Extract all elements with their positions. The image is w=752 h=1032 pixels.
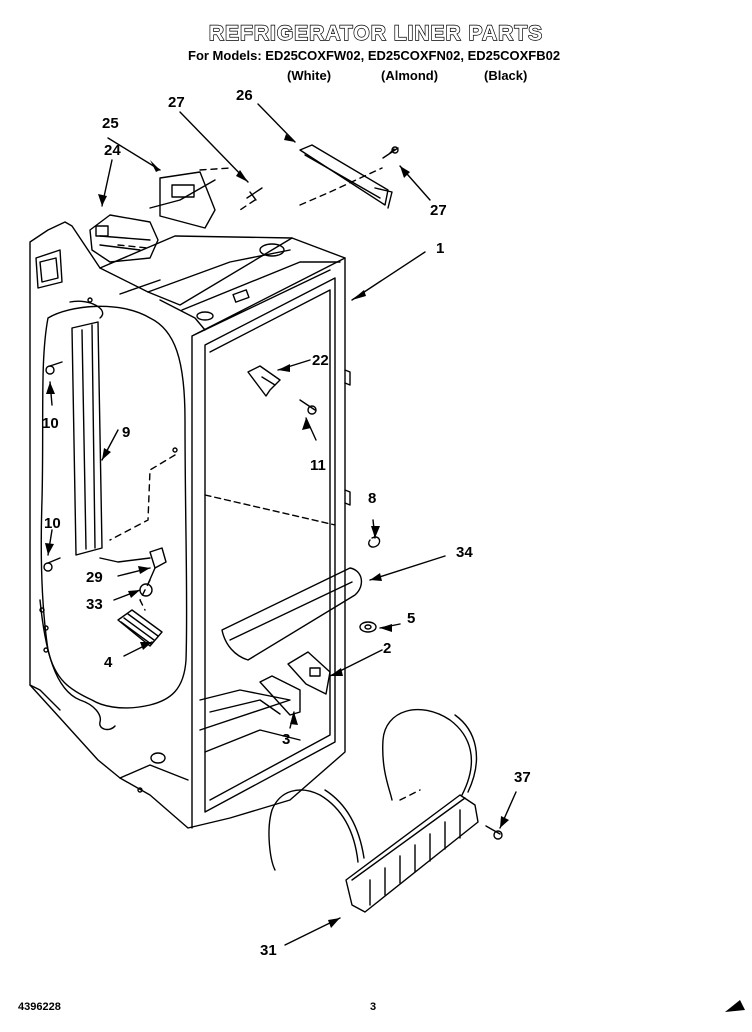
variant-white: (White) bbox=[287, 68, 332, 83]
part-9-rail bbox=[71, 321, 103, 556]
callout-24: 24 bbox=[104, 142, 121, 159]
callout-25: 25 bbox=[102, 115, 119, 132]
document-number: 4396228 bbox=[18, 1001, 61, 1013]
part-4-grille bbox=[117, 609, 163, 647]
model-numbers: For Models: ED25COXFW02, ED25COXFN02, ED… bbox=[188, 48, 561, 63]
variant-almond: (Almond) bbox=[381, 68, 439, 83]
part-8-clip bbox=[368, 536, 381, 548]
callout-5: 5 bbox=[407, 610, 415, 627]
part-31-tubing bbox=[268, 708, 478, 871]
part-25-bracket bbox=[149, 171, 216, 229]
callout-27-left: 27 bbox=[168, 94, 185, 111]
callout-31: 31 bbox=[260, 942, 277, 959]
callout-1: 1 bbox=[436, 240, 444, 257]
callout-34: 34 bbox=[456, 544, 473, 561]
callout-labels: 25 24 27 26 27 1 22 11 10 9 10 29 33 4 8… bbox=[42, 87, 531, 959]
alignment-lines bbox=[109, 167, 421, 801]
part-5-grommet bbox=[359, 621, 377, 633]
callout-3: 3 bbox=[282, 731, 290, 748]
part-22-bracket bbox=[247, 365, 281, 397]
callout-33: 33 bbox=[86, 596, 103, 613]
corner-mark bbox=[725, 1000, 745, 1012]
part-34-cover bbox=[221, 567, 363, 661]
page-number: 3 bbox=[370, 1001, 377, 1013]
cabinet-liner bbox=[29, 221, 351, 829]
callout-8: 8 bbox=[368, 490, 376, 507]
part-31-cover bbox=[345, 794, 479, 913]
part-26-rail bbox=[299, 144, 393, 209]
callout-2: 2 bbox=[383, 640, 391, 657]
part-2-bracket bbox=[287, 651, 331, 695]
callout-29: 29 bbox=[86, 569, 103, 586]
part-10-screw-upper bbox=[45, 361, 63, 375]
callout-10-lower: 10 bbox=[44, 515, 61, 532]
callout-10-upper: 10 bbox=[42, 415, 59, 432]
part-10-screw-lower bbox=[43, 557, 61, 572]
part-27-screw-a bbox=[246, 187, 263, 201]
variant-black: (Black) bbox=[484, 68, 528, 83]
part-3-bracket bbox=[259, 675, 301, 716]
part-37-screw bbox=[485, 825, 503, 840]
diagram-title: REFRIGERATOR LINER PARTS bbox=[208, 21, 544, 45]
callout-11: 11 bbox=[310, 457, 326, 474]
leader-lines bbox=[47, 103, 517, 946]
callout-27-right: 27 bbox=[430, 202, 447, 219]
callout-26: 26 bbox=[236, 87, 253, 104]
callout-4: 4 bbox=[104, 654, 113, 671]
leader-arrowheads bbox=[45, 134, 509, 928]
callout-37: 37 bbox=[514, 769, 531, 786]
callout-22: 22 bbox=[312, 352, 329, 369]
part-29-socket bbox=[99, 547, 167, 569]
part-24-housing bbox=[89, 214, 159, 263]
part-27-screw-b bbox=[382, 146, 399, 159]
part-11-screw bbox=[299, 399, 317, 415]
callout-9: 9 bbox=[122, 424, 130, 441]
